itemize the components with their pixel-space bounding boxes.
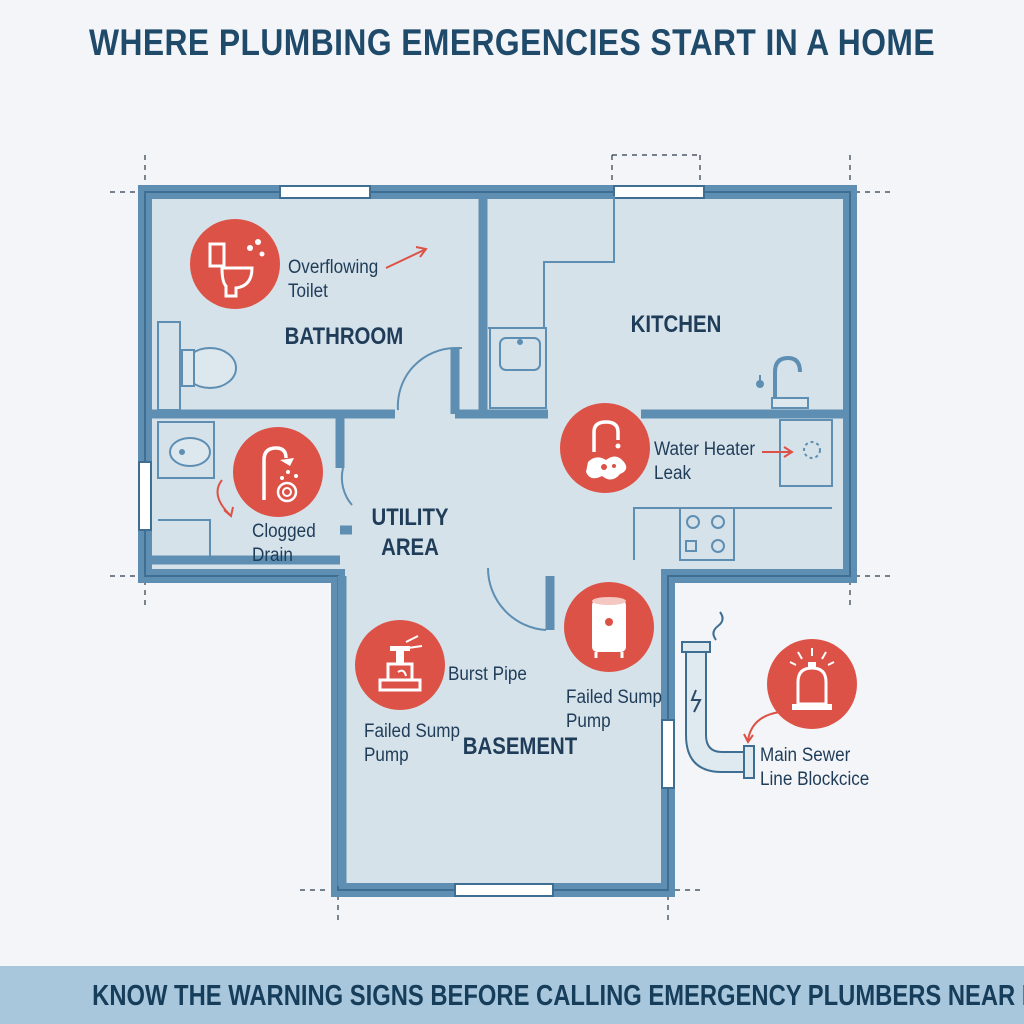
water-heater-icon [564, 582, 654, 672]
burst-pipe-icon [355, 620, 445, 710]
arrows [216, 246, 794, 744]
shower-drain-icon [233, 427, 323, 517]
sewer-pipe [681, 611, 755, 779]
banner-text: KNOW THE WARNING SIGNS BEFORE CALLING EM… [92, 980, 1024, 1012]
label-line: Line Blockcice [760, 769, 870, 790]
label-water-heater-leak: Water Heater Leak [654, 438, 755, 486]
faucet-leak-icon [560, 403, 650, 493]
label-line: Overflowing [288, 257, 379, 278]
label-line: Pump [364, 745, 409, 766]
label-line: Water Heater [654, 439, 756, 460]
fixtures [157, 196, 833, 631]
label-line: Toilet [288, 281, 328, 302]
toilet-overflow-icon [190, 219, 280, 309]
label-main-sewer-line: Main Sewer Line Blockcice [760, 744, 869, 792]
room-kitchen: KITCHEN [630, 311, 722, 338]
label-line: Pump [566, 711, 611, 732]
page-title: WHERE PLUMBING EMERGENCIES START IN A HO… [89, 22, 935, 63]
label-failed-sump-pump-right: Failed Sump Pump [566, 686, 662, 734]
sewer-alarm-icon [767, 639, 857, 729]
dimension-guides [110, 154, 890, 925]
label-line: Failed Sump [566, 687, 663, 708]
label-line: Leak [654, 463, 692, 484]
label-line: Main Sewer [760, 745, 851, 766]
label-clogged-drain: Clogged Drain [252, 520, 316, 568]
room-bathroom: BATHROOM [284, 323, 404, 350]
room-utility-area: UTILITY AREA [342, 503, 478, 563]
windows [138, 185, 705, 897]
label-burst-pipe: Burst Pipe [448, 664, 527, 685]
label-failed-sump-pump-left: Failed Sump Pump [364, 720, 460, 768]
label-line: Drain [252, 545, 293, 566]
label-line: Failed Sump [364, 721, 461, 742]
hazard-markers [190, 219, 857, 729]
interior-walls [148, 196, 846, 886]
room-label-line: AREA [381, 534, 439, 561]
room-basement: BASEMENT [462, 733, 578, 760]
footer-banner: KNOW THE WARNING SIGNS BEFORE CALLING EM… [0, 966, 1024, 1024]
label-overflowing-toilet: Overflowing Toilet [288, 256, 378, 304]
room-label-line: UTILITY [371, 504, 449, 531]
label-line: Clogged [252, 521, 316, 542]
